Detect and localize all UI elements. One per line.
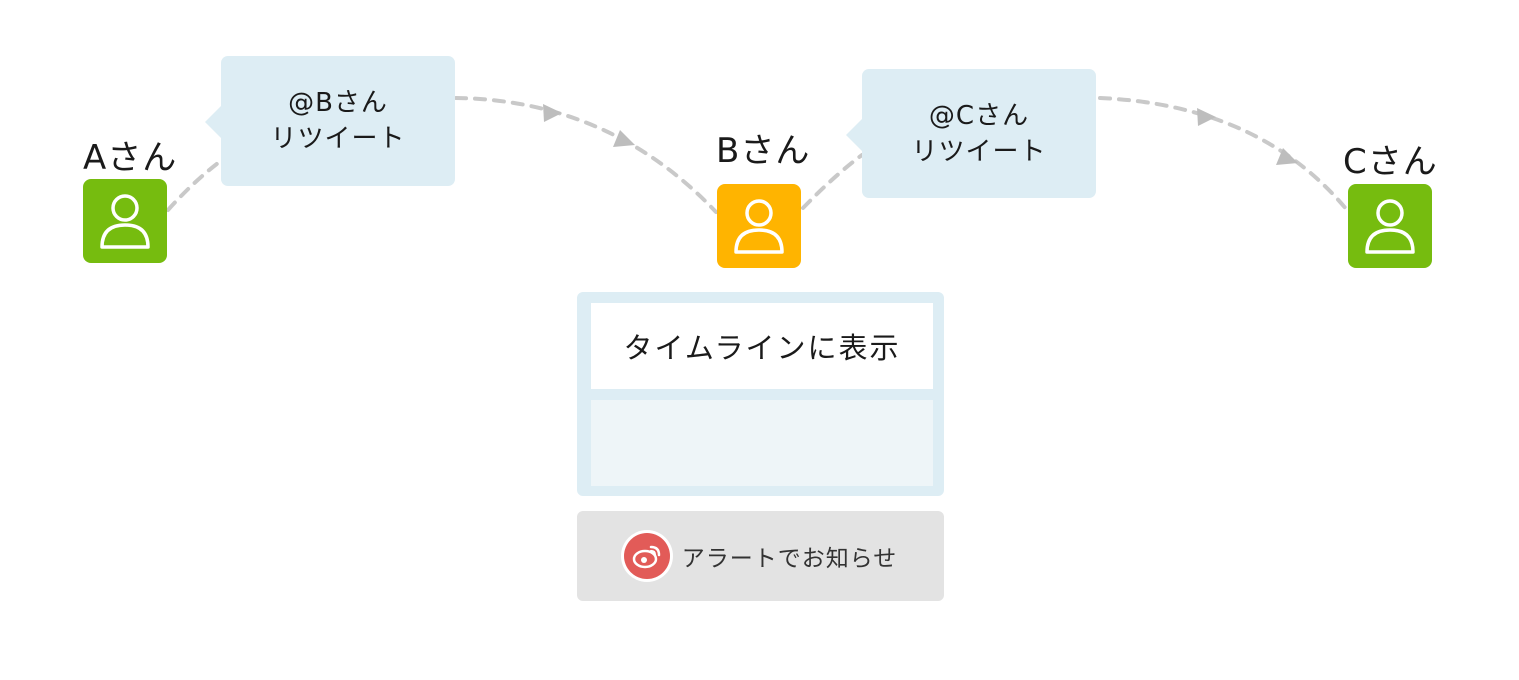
alert-bar: アラートでお知らせ bbox=[577, 511, 944, 601]
user-icon bbox=[734, 199, 784, 254]
flow-line-a-bubble bbox=[166, 158, 224, 212]
flow-arrow-2 bbox=[613, 130, 635, 147]
bubble-action: リツイート bbox=[270, 124, 406, 154]
retweet-bubble-1: @Bさん リツイート bbox=[205, 56, 455, 186]
flow-line-b-to-c bbox=[1098, 96, 1349, 212]
bubble-mention: @Bさん bbox=[288, 88, 388, 118]
timeline-header: タイムラインに表示 bbox=[591, 303, 933, 389]
user-icon bbox=[100, 194, 150, 249]
alert-label: アラートでお知らせ bbox=[681, 546, 898, 572]
user-icon bbox=[1365, 199, 1415, 254]
bubble-mention: @Cさん bbox=[928, 100, 1030, 131]
timeline-body bbox=[591, 400, 933, 486]
user-b-label: Bさん bbox=[716, 131, 811, 171]
flow-arrow-3 bbox=[1197, 108, 1216, 126]
user-c-label: Cさん bbox=[1343, 142, 1438, 182]
flow-line-a-to-b bbox=[454, 96, 718, 214]
flow-arrow-1 bbox=[543, 104, 562, 122]
flow-line-b-bubble bbox=[801, 153, 864, 210]
user-b-avatar bbox=[717, 184, 801, 268]
user-c-avatar bbox=[1348, 184, 1432, 268]
bubble-action: リツイート bbox=[911, 136, 1047, 167]
user-a-avatar bbox=[83, 179, 167, 263]
flow-arrow-4 bbox=[1276, 148, 1298, 165]
weibo-icon bbox=[623, 533, 670, 579]
timeline-panel: タイムラインに表示 bbox=[577, 292, 944, 496]
retweet-bubble-2: @Cさん リツイート bbox=[846, 69, 1096, 198]
user-a-label: Aさん bbox=[83, 138, 178, 178]
